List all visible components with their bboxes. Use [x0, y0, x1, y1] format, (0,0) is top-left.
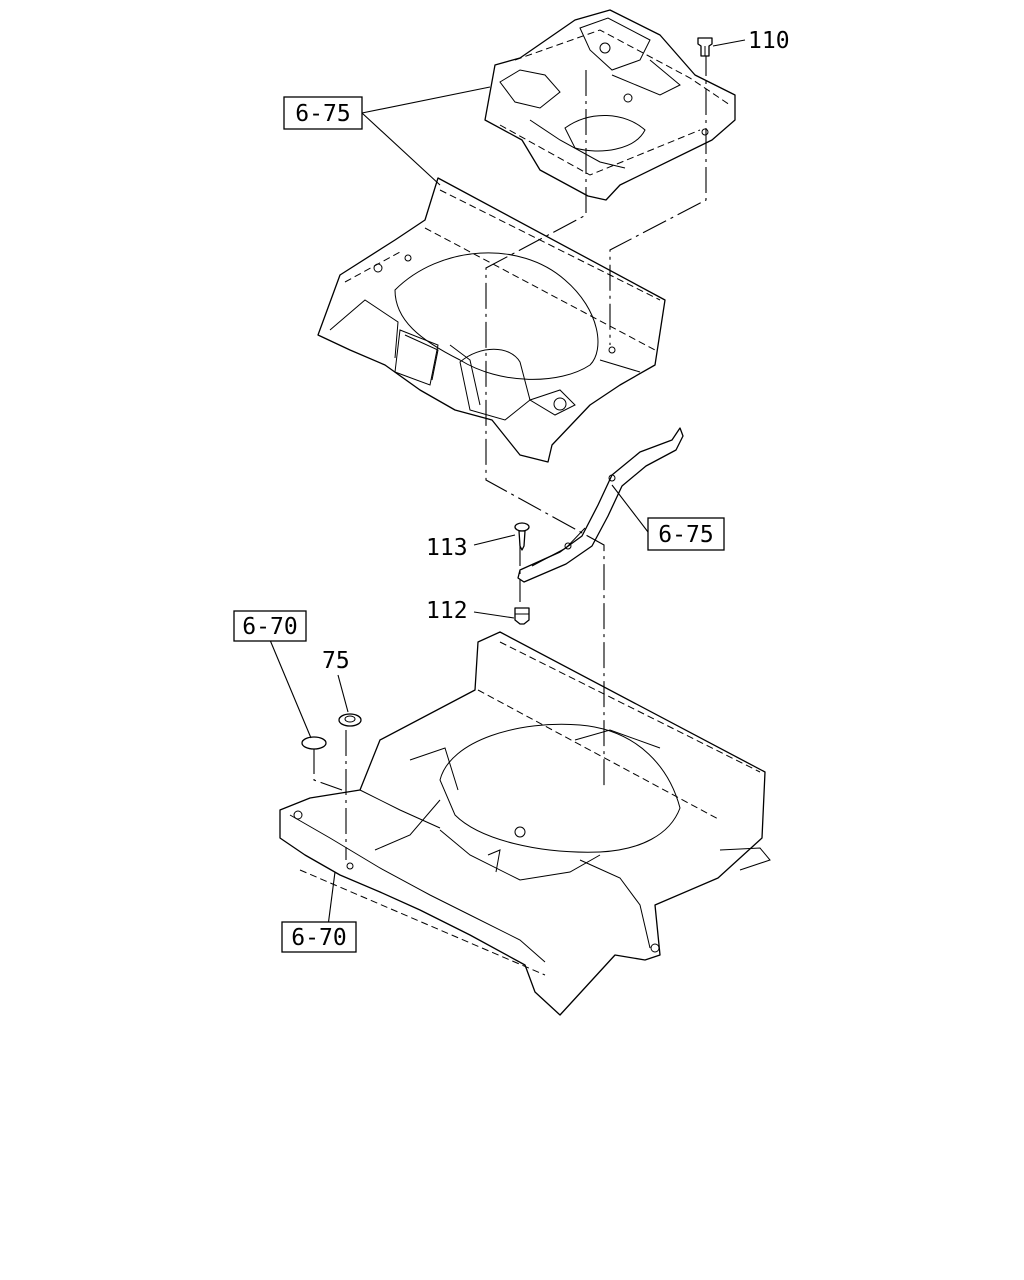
- leader-lines: [269, 39, 746, 927]
- ref-box-bracket[interactable]: 6-75: [647, 517, 725, 551]
- grommet-icon: [338, 713, 362, 727]
- ref-box-top-cover[interactable]: 6-75: [283, 96, 363, 130]
- grommet-plug-icon: [301, 736, 327, 750]
- callout-110: 110: [748, 28, 790, 54]
- alignment-lines: [313, 50, 707, 860]
- top-cover-insulator: [484, 9, 736, 201]
- clip-icon: [514, 607, 530, 625]
- callout-75: 75: [322, 648, 350, 674]
- ref-label-bracket: 6-75: [658, 522, 713, 548]
- callout-113: 113: [426, 535, 468, 561]
- ref-label-grommet: 6-70: [242, 614, 297, 640]
- ref-box-bottom-panel[interactable]: 6-70: [281, 921, 357, 953]
- ref-box-grommet[interactable]: 6-70: [233, 610, 307, 642]
- rear-floor-panel: [279, 631, 771, 1016]
- floor-bracket: [517, 427, 684, 583]
- front-floor-panel: [317, 177, 666, 463]
- screw-icon: [514, 522, 530, 551]
- callout-112: 112: [426, 598, 468, 624]
- bolt-icon: [697, 37, 713, 57]
- ref-label-bottom-panel: 6-70: [291, 925, 346, 951]
- ref-label-top-cover: 6-75: [295, 101, 350, 127]
